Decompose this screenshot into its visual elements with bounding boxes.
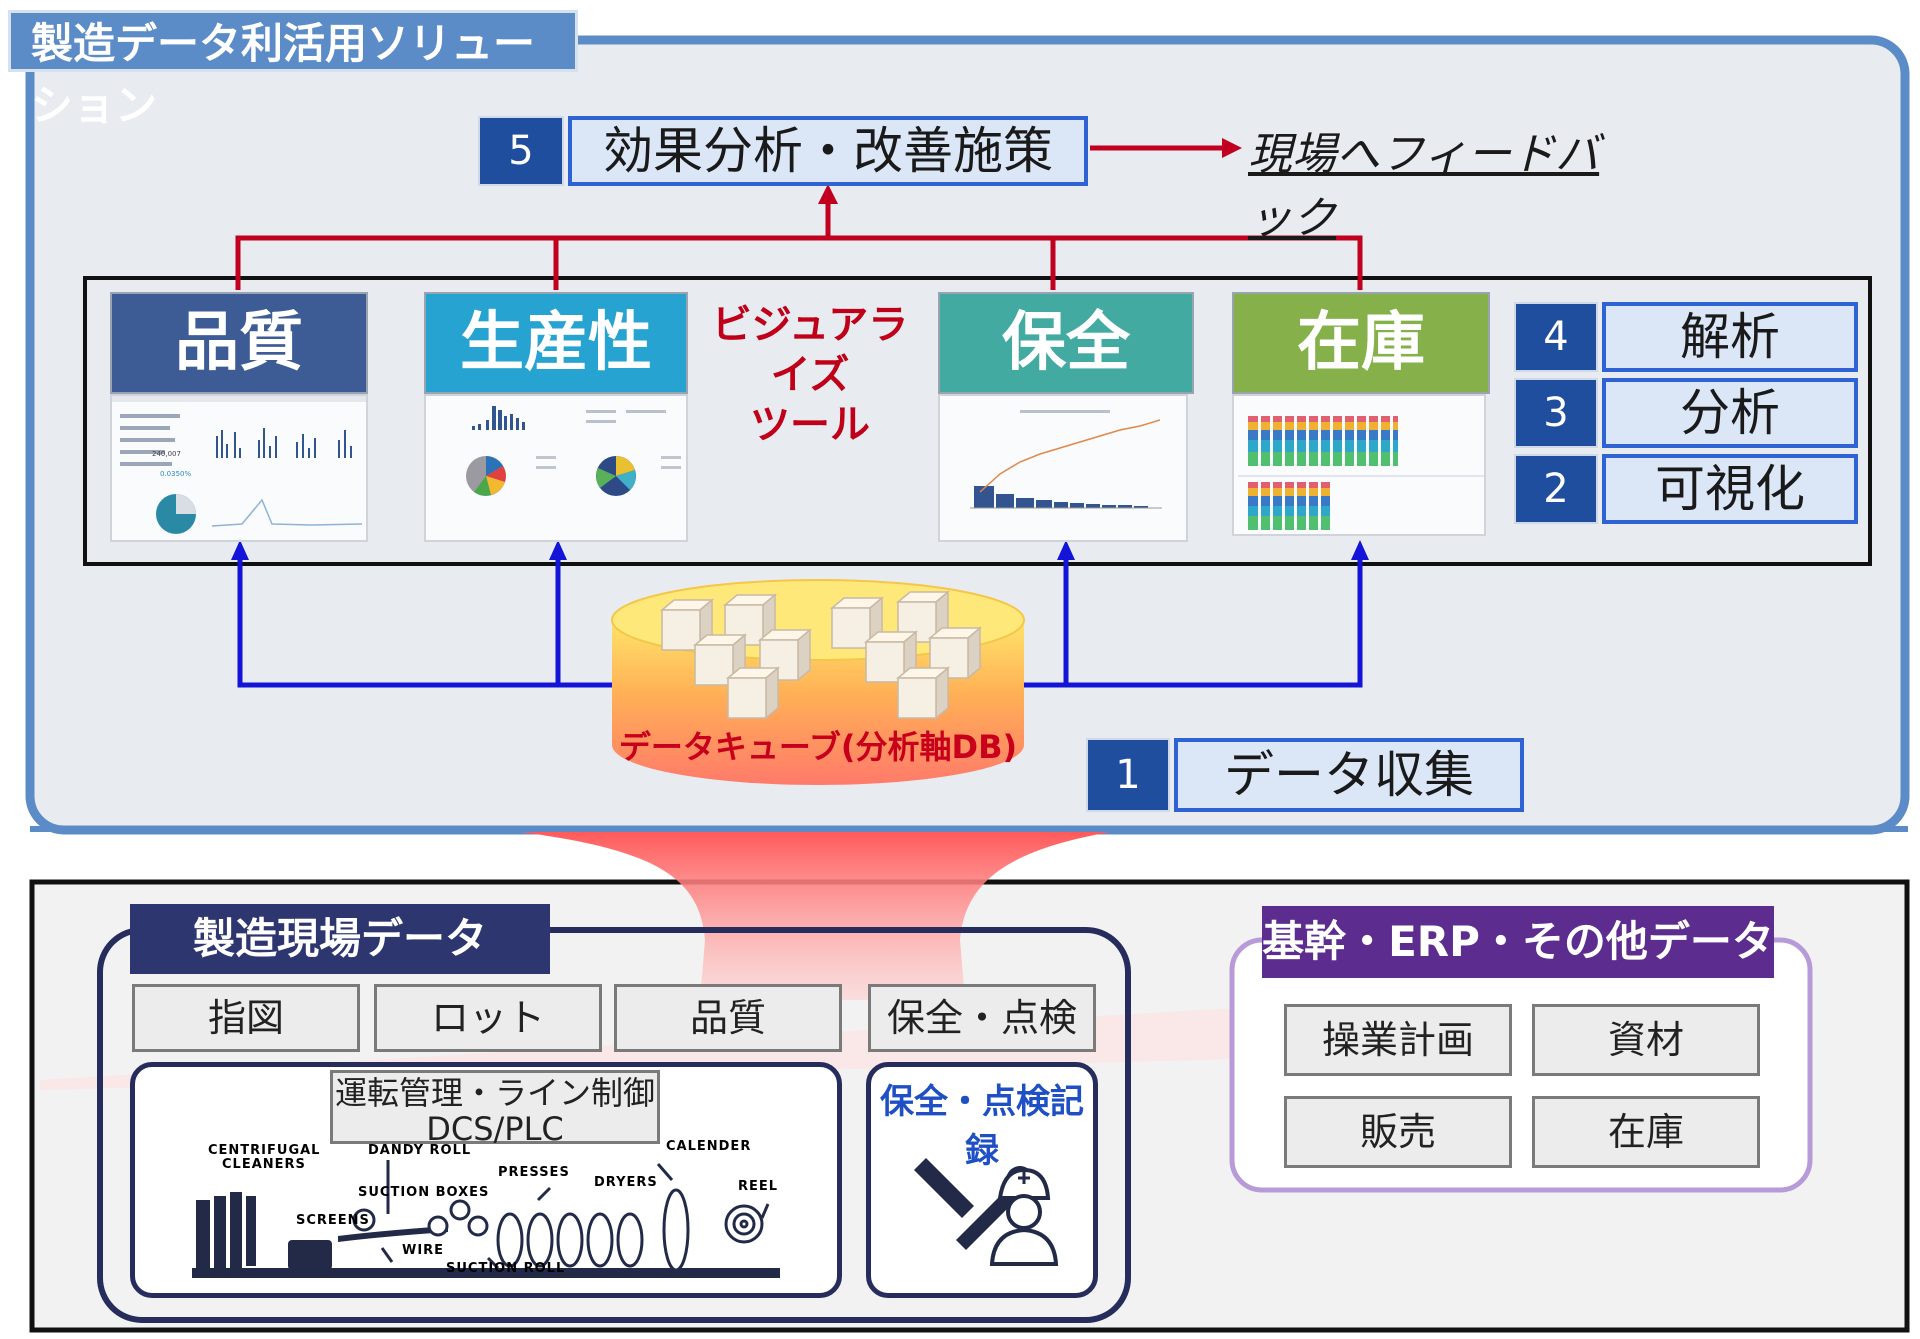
quality-dashboard-thumbnail: 240,007 0.0350% xyxy=(110,394,368,542)
machine-label-centrifugal: CENTRIFUGAL xyxy=(208,1143,320,1158)
machine-label-screens: SCREENS xyxy=(296,1213,370,1228)
feedback-label: 現場へフィードバック xyxy=(1248,129,1600,244)
panel-productivity-title: 生産性 xyxy=(424,292,688,394)
maintenance-pareto-thumbnail xyxy=(938,394,1188,542)
panel-inventory-title: 在庫 xyxy=(1232,292,1490,394)
step-3-number: 3 xyxy=(1514,378,1598,448)
control-line2: DCS/PLC xyxy=(426,1110,564,1148)
erp-data-title: 基幹・ERP・その他データ xyxy=(1262,906,1774,978)
machine-label-suction-boxes: SUCTION BOXES xyxy=(358,1185,489,1200)
step-4-label: 解析 xyxy=(1602,302,1858,372)
productivity-dashboard-thumbnail xyxy=(424,394,688,542)
machine-label-wire: WIRE xyxy=(402,1243,444,1258)
step-4-number: 4 xyxy=(1514,302,1598,372)
visualize-tool-label: ビジュアライズ ツール xyxy=(694,300,926,448)
svg-text:240,007: 240,007 xyxy=(152,450,181,458)
data-cube-label: データキューブ(分析軸DB) xyxy=(618,728,1018,766)
svg-text:0.0350%: 0.0350% xyxy=(160,470,191,478)
panel-quality-title: 品質 xyxy=(110,292,368,394)
control-line1: 運転管理・ライン制御 xyxy=(334,1074,655,1112)
step-1-number: 1 xyxy=(1086,738,1170,812)
erp-item-operation-plan: 操業計画 xyxy=(1284,1004,1512,1076)
factory-item-maintenance: 保全・点検 xyxy=(868,984,1096,1052)
step-2-number: 2 xyxy=(1514,454,1598,524)
step-1-label: データ収集 xyxy=(1174,738,1524,812)
step-5-number: 5 xyxy=(478,116,564,186)
visualize-tool-line1: ビジュアライズ xyxy=(711,302,909,398)
control-system-label: 運転管理・ライン制御 DCS/PLC xyxy=(330,1070,660,1148)
inventory-stacked-bar-thumbnail xyxy=(1232,394,1486,536)
machine-label-presses: PRESSES xyxy=(498,1165,570,1180)
panel-maintenance-title: 保全 xyxy=(938,292,1194,394)
machine-label-calender: CALENDER xyxy=(666,1140,751,1154)
visualize-tool-line2: ツール xyxy=(750,402,870,448)
erp-item-materials: 資材 xyxy=(1532,1004,1760,1076)
worker-tools-icon xyxy=(904,1140,1064,1270)
machine-label-dandy-roll: DANDY ROLL xyxy=(368,1143,471,1158)
maintenance-record-label: 保全・点検記録 xyxy=(880,1082,1084,1171)
factory-data-title: 製造現場データ xyxy=(130,904,550,974)
factory-item-quality: 品質 xyxy=(614,984,842,1052)
machine-label-cleaners: CLEANERS xyxy=(222,1157,306,1172)
machine-label-suction-roll: SUCTION ROLL xyxy=(446,1261,565,1276)
factory-item-lot: ロット xyxy=(374,984,602,1052)
maintenance-record-box xyxy=(866,1062,1098,1298)
page-title: 製造データ利活用ソリューション xyxy=(8,10,578,130)
erp-item-sales: 販売 xyxy=(1284,1096,1512,1168)
paper-machine-illustration: CENTRIFUGAL CLEANERS DANDY ROLL SUCTION … xyxy=(188,1139,788,1292)
step-2-label: 可視化 xyxy=(1602,454,1858,524)
step-3-label: 分析 xyxy=(1602,378,1858,448)
factory-item-instruction: 指図 xyxy=(132,984,360,1052)
machine-label-reel: REEL xyxy=(738,1179,778,1194)
step-5-label: 効果分析・改善施策 xyxy=(568,116,1088,186)
machine-label-dryers: DRYERS xyxy=(594,1175,658,1190)
erp-item-inventory: 在庫 xyxy=(1532,1096,1760,1168)
